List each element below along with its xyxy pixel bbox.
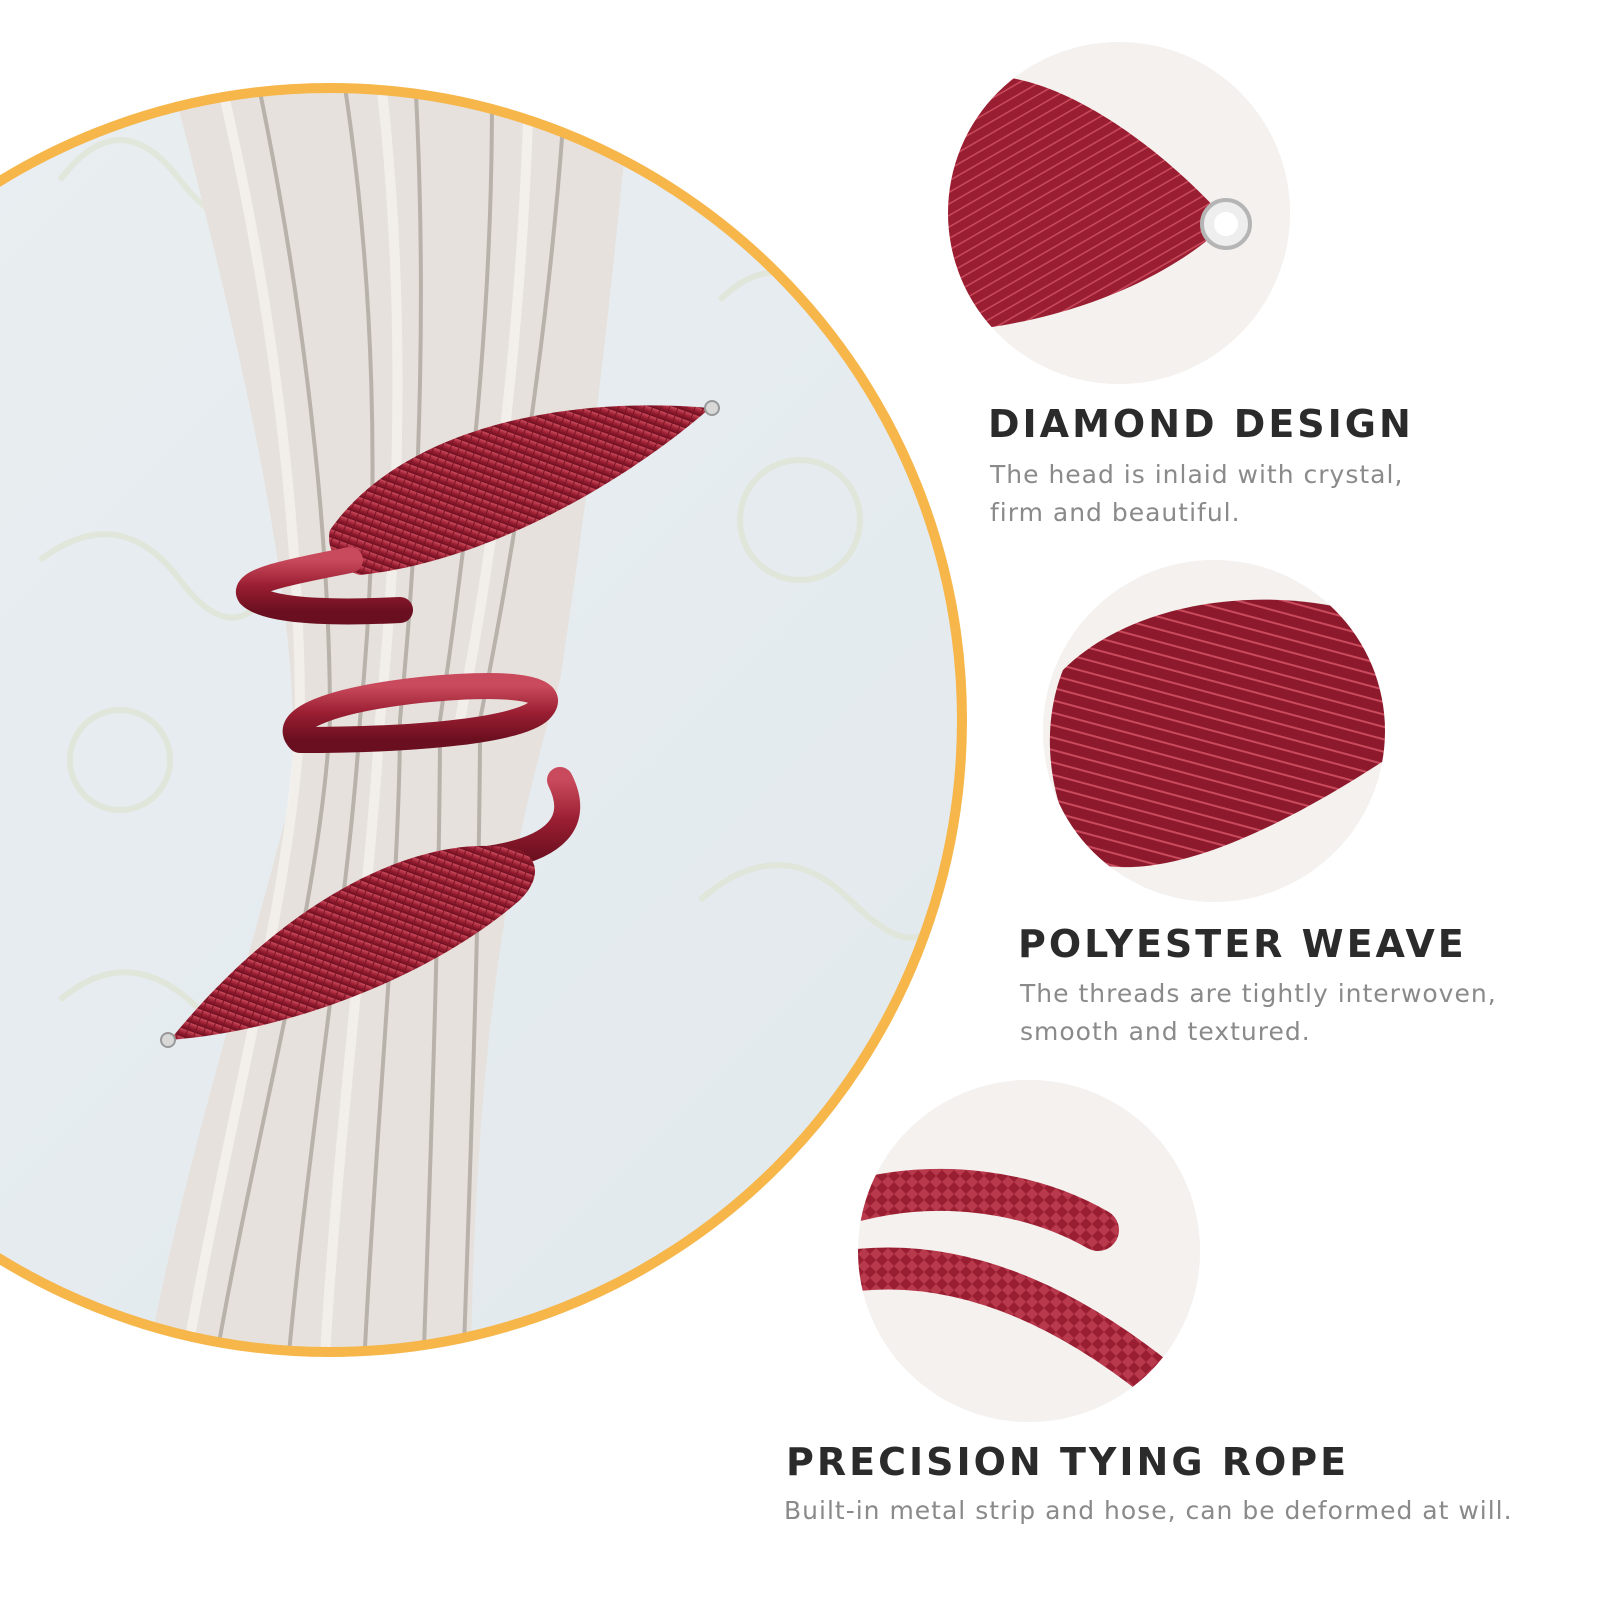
- tieback-upper-pod: [329, 405, 710, 575]
- desc-line: The head is inlaid with crystal,: [990, 460, 1404, 489]
- feature-desc-precision-tying-rope: Built-in metal strip and hose, can be de…: [784, 1492, 1513, 1530]
- frame-ring: [0, 83, 967, 1357]
- lower-crystal: [160, 1032, 176, 1048]
- feature-desc-polyester-weave: The threads are tightly interwoven, smoo…: [1020, 975, 1497, 1051]
- desc-line: firm and beautiful.: [990, 498, 1241, 527]
- detail-circle-crystal-tip: [948, 42, 1290, 384]
- detail-circle-rope: [858, 1080, 1200, 1422]
- detail-circle-weave: [1043, 560, 1385, 902]
- rope-closeup-icon: [858, 1080, 1200, 1422]
- weave-closeup-icon: [1043, 560, 1385, 902]
- desc-line: Built-in metal strip and hose, can be de…: [784, 1496, 1513, 1525]
- feature-title-polyester-weave: POLYESTER WEAVE: [1018, 922, 1467, 966]
- desc-line: smooth and textured.: [1020, 1017, 1311, 1046]
- desc-line: The threads are tightly interwoven,: [1020, 979, 1497, 1008]
- upper-crystal: [704, 400, 720, 416]
- feature-title-diamond-design: DIAMOND DESIGN: [988, 402, 1414, 446]
- feature-title-precision-tying-rope: PRECISION TYING ROPE: [786, 1440, 1350, 1484]
- crystal-tip-closeup-icon: [948, 42, 1290, 384]
- tieback-lower-pod: [170, 845, 535, 1040]
- feature-desc-diamond-design: The head is inlaid with crystal, firm an…: [990, 456, 1403, 532]
